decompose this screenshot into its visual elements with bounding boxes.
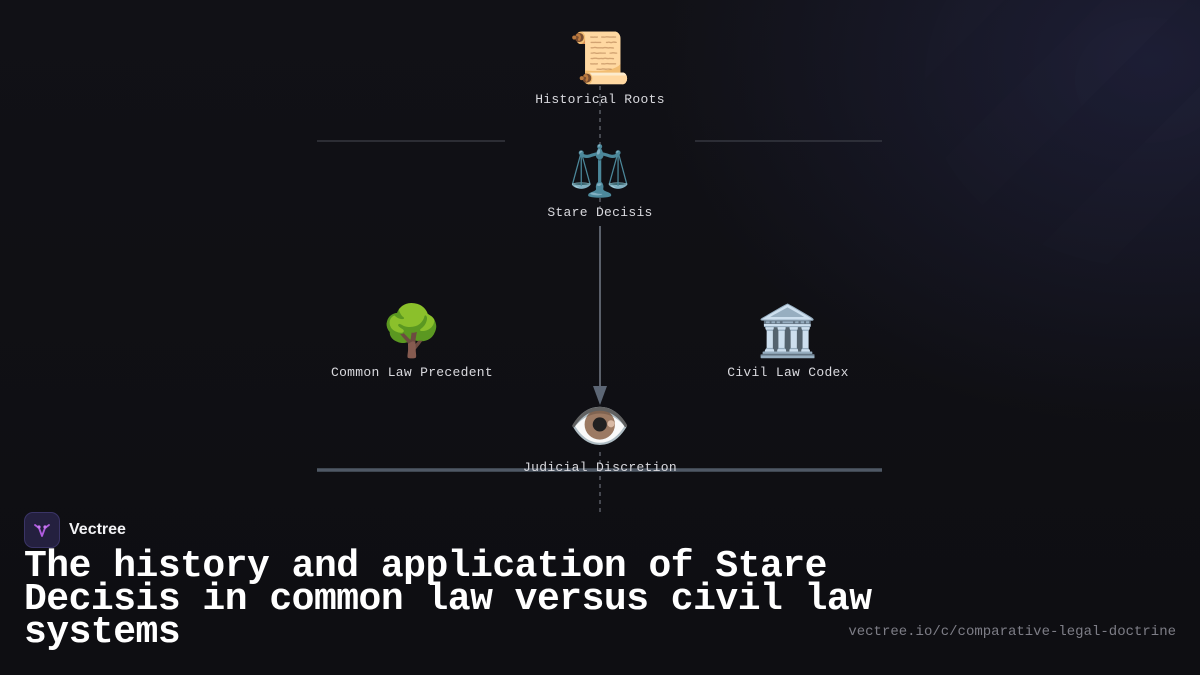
scales-icon: ⚖️ xyxy=(568,142,632,200)
node-historical-roots: 📜 Historical Roots xyxy=(535,30,665,107)
node-label: Common Law Precedent xyxy=(330,365,494,380)
node-label: Stare Decisis xyxy=(547,205,653,220)
node-label: Judicial Discretion xyxy=(523,460,677,475)
tree-icon: 🌳 xyxy=(380,302,444,360)
node-judicial-discretion: 👁️ Judicial Discretion xyxy=(523,398,677,475)
arrowhead-judicial-discretion xyxy=(593,386,607,405)
page-title: The history and application of Stare Dec… xyxy=(24,545,872,654)
source-url[interactable]: vectree.io/c/comparative-legal-doctrine xyxy=(848,624,1176,640)
vectree-logo-icon xyxy=(24,512,60,548)
node-stare-decisis: ⚖️ Stare Decisis xyxy=(547,143,652,220)
node-civil-law-codex: 🏛️ Civil Law Codex xyxy=(727,303,849,380)
scroll-icon: 📜 xyxy=(568,29,632,87)
brand-name: Vectree xyxy=(69,521,126,538)
node-label: Historical Roots xyxy=(535,92,665,107)
classical-building-icon: 🏛️ xyxy=(756,302,820,360)
node-label: Civil Law Codex xyxy=(727,365,849,380)
node-common-law-precedent: 🌳 Common Law Precedent xyxy=(331,303,493,380)
eye-icon: 👁️ xyxy=(568,397,632,455)
brand[interactable]: Vectree xyxy=(24,512,126,548)
vectree-logo-mark xyxy=(34,524,50,537)
